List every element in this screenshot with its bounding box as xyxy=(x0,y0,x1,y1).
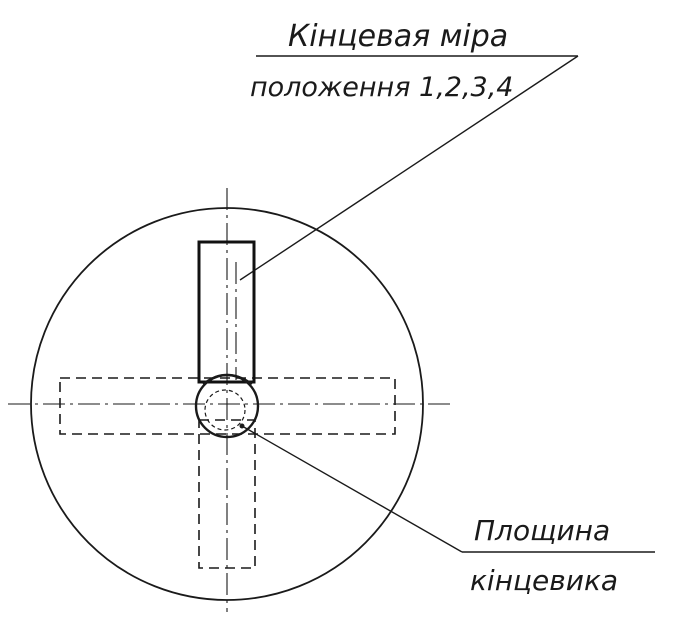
plane-label-line2: кінцевика xyxy=(470,564,618,597)
end-switch-chord xyxy=(202,373,253,385)
end-switch-inner-circle xyxy=(204,389,246,431)
gauge-positions-label: положення 1,2,3,4 xyxy=(250,72,513,103)
plane-leader-line xyxy=(241,425,463,553)
gauge-position-lower xyxy=(198,419,256,569)
gauge-leader-line xyxy=(239,55,579,281)
gauge-title-label: Кінцевая міра xyxy=(288,19,508,54)
gauge-position-horizontal xyxy=(59,377,396,435)
plane-label-line1: Площина xyxy=(474,514,610,547)
gauge-block-solid xyxy=(197,240,256,384)
